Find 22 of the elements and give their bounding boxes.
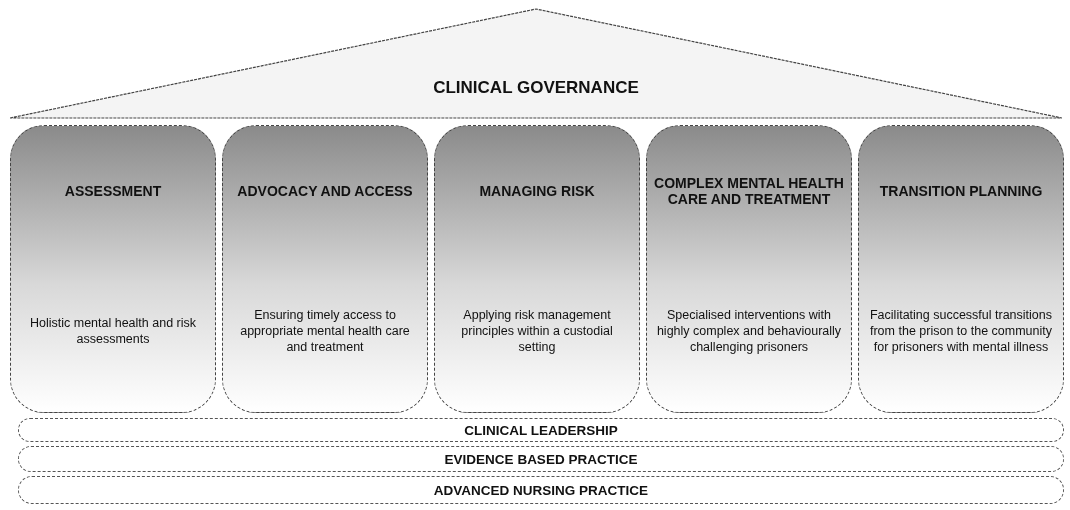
band-title: EVIDENCE BASED PRACTICE [444, 451, 638, 467]
pillar-description: Holistic mental health and risk assessments [28, 314, 197, 348]
pillar-description: Facilitating successful transitions from the prison to the community for prisoners with mental illness [869, 306, 1053, 356]
pillar-title: TRANSITION PLANNING [879, 183, 1043, 199]
band-title: ADVANCED NURSING PRACTICE [433, 482, 649, 498]
foundation-band [18, 446, 1064, 472]
pillar-box [10, 125, 216, 413]
pillar-description: Ensuring timely access to appropriate mental health care and treatment [239, 306, 411, 356]
pillar-title: MANAGING RISK [479, 183, 595, 199]
band-title: CLINICAL LEADERSHIP [464, 422, 618, 438]
pillar-box [646, 125, 852, 413]
foundation-band [18, 418, 1064, 442]
pillar-box [434, 125, 640, 413]
roof-title: CLINICAL GOVERNANCE [432, 78, 640, 98]
pillar-box [858, 125, 1064, 413]
pillar-title: ASSESSMENT [64, 183, 162, 199]
pillar-box [222, 125, 428, 413]
pillar-description: Applying risk management principles within a custodial setting [460, 306, 614, 356]
foundation-band [18, 476, 1064, 504]
pillar-title: ADVOCACY AND ACCESS [237, 183, 413, 199]
pillar-title: COMPLEX MENTAL HEALTH CARE AND TREATMENT [653, 175, 845, 207]
pillar-description: Specialised interventions with highly complex and behaviourally challenging prisoners [655, 306, 843, 356]
